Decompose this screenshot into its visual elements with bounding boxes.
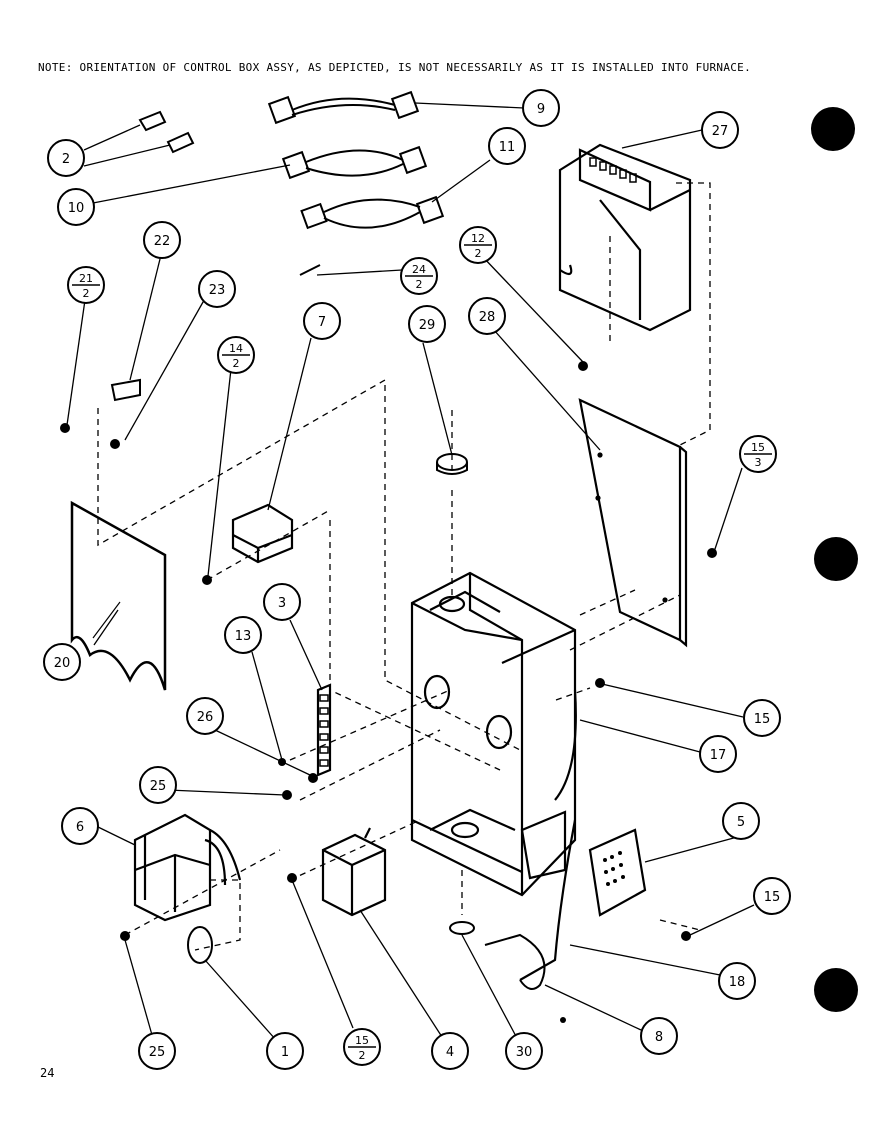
callout-1: 1 bbox=[266, 1032, 304, 1070]
callout-2: 2 bbox=[47, 139, 85, 177]
callout-8-label: 8 bbox=[655, 1030, 663, 1045]
fraction-15-3-den: 3 bbox=[755, 456, 762, 469]
callout-29: 29 bbox=[408, 305, 446, 343]
callout-29-label: 29 bbox=[419, 318, 436, 333]
callout-7-label: 7 bbox=[318, 315, 326, 330]
callout-25-upper-label: 25 bbox=[150, 779, 167, 794]
wire-harnesses bbox=[267, 90, 445, 230]
relay-7-shape bbox=[231, 503, 294, 564]
callout-18-label: 18 bbox=[729, 975, 746, 990]
page-number: 24 bbox=[40, 1066, 55, 1080]
callout-2-label: 2 bbox=[62, 152, 70, 167]
orientation-note: NOTE: ORIENTATION OF CONTROL BOX ASSY, A… bbox=[38, 61, 752, 74]
fraction-12-den: 2 bbox=[475, 247, 482, 260]
terminal-strip-3-shape bbox=[316, 683, 332, 777]
fraction-callout-15-3: 153 bbox=[739, 435, 777, 473]
callout-1-label: 1 bbox=[281, 1045, 289, 1060]
fraction-callout-14-2: 142 bbox=[217, 336, 255, 374]
panel-28-shape bbox=[578, 398, 688, 648]
fraction-callout-15-2: 152 bbox=[343, 1028, 381, 1066]
callout-11: 11 bbox=[488, 127, 526, 165]
callout-28: 28 bbox=[468, 297, 506, 335]
callout-17: 17 bbox=[699, 735, 737, 773]
module-27-shape bbox=[558, 143, 692, 332]
fraction-14-num: 14 bbox=[229, 342, 243, 355]
fraction-21-den: 2 bbox=[83, 287, 90, 300]
callout-9: 9 bbox=[522, 89, 560, 127]
callout-10: 10 bbox=[57, 188, 95, 226]
binder-hole-bottom bbox=[814, 968, 858, 1012]
panel-20-shape bbox=[70, 500, 167, 691]
callout-6-label: 6 bbox=[76, 820, 84, 835]
callout-27: 27 bbox=[701, 111, 739, 149]
callout-25-lower-label: 25 bbox=[149, 1045, 166, 1060]
callout-10-label: 10 bbox=[68, 201, 85, 216]
callout-22-label: 22 bbox=[154, 234, 171, 249]
fraction-24-num: 24 bbox=[412, 263, 426, 276]
binder-hole-top bbox=[811, 107, 855, 151]
fraction-14-den: 2 bbox=[233, 357, 240, 370]
callout-15-lower: 15 bbox=[753, 877, 791, 915]
callout-28-label: 28 bbox=[479, 310, 496, 325]
transformer-6-shape bbox=[133, 813, 242, 922]
fraction-callout-24-2: 242 bbox=[400, 257, 438, 295]
callout-4-label: 4 bbox=[446, 1045, 454, 1060]
fraction-21-num: 21 bbox=[79, 272, 93, 285]
callout-15-right-label: 15 bbox=[754, 712, 771, 727]
callout-30: 30 bbox=[505, 1032, 543, 1070]
callout-25-upper: 25 bbox=[139, 766, 177, 804]
callout-25-lower: 25 bbox=[138, 1032, 176, 1070]
callout-13: 13 bbox=[224, 616, 262, 654]
callout-3: 3 bbox=[263, 583, 301, 621]
fraction-24-den: 2 bbox=[416, 278, 423, 291]
screws bbox=[60, 361, 717, 1023]
callout-20-label: 20 bbox=[54, 656, 71, 671]
fraction-callouts: 212 142 242 122 153 152 bbox=[67, 226, 777, 1066]
fraction-15-3-num: 15 bbox=[751, 441, 765, 454]
fraction-15-2-num: 15 bbox=[355, 1034, 369, 1047]
callout-17-label: 17 bbox=[710, 748, 727, 763]
callout-15-lower-label: 15 bbox=[764, 890, 781, 905]
fraction-callout-21-2: 212 bbox=[67, 266, 105, 304]
callout-30-label: 30 bbox=[516, 1045, 533, 1060]
callout-9-label: 9 bbox=[537, 102, 545, 117]
callout-13-label: 13 bbox=[235, 629, 252, 644]
callout-20: 20 bbox=[43, 643, 81, 681]
callout-23-label: 23 bbox=[209, 283, 226, 298]
callout-8: 8 bbox=[640, 1017, 678, 1055]
fraction-15-2-den: 2 bbox=[359, 1049, 366, 1062]
assembly-lines bbox=[97, 182, 711, 951]
callout-7: 7 bbox=[303, 302, 341, 340]
callout-11-label: 11 bbox=[499, 140, 516, 155]
board-5-shape bbox=[588, 828, 647, 917]
fraction-12-num: 12 bbox=[471, 232, 485, 245]
callout-4: 4 bbox=[431, 1032, 469, 1070]
fraction-callout-12-2: 122 bbox=[459, 226, 497, 264]
callout-26: 26 bbox=[186, 697, 224, 735]
callout-5: 5 bbox=[722, 802, 760, 840]
callouts: 2 9 10 11 27 22 23 7 29 28 3 20 13 26 25… bbox=[43, 89, 791, 1070]
callout-26-label: 26 bbox=[197, 710, 214, 725]
callout-15-right: 15 bbox=[743, 699, 781, 737]
relay-4-shape bbox=[321, 827, 387, 917]
callout-5-label: 5 bbox=[737, 815, 745, 830]
callout-23: 23 bbox=[198, 270, 236, 308]
callout-3-label: 3 bbox=[278, 596, 286, 611]
callout-6: 6 bbox=[61, 807, 99, 845]
callout-22: 22 bbox=[143, 221, 181, 259]
callout-27-label: 27 bbox=[712, 124, 729, 139]
callout-18: 18 bbox=[718, 962, 756, 1000]
leader-lines bbox=[66, 102, 755, 1041]
binder-hole-middle bbox=[814, 537, 858, 581]
control-box-housing bbox=[410, 571, 577, 981]
